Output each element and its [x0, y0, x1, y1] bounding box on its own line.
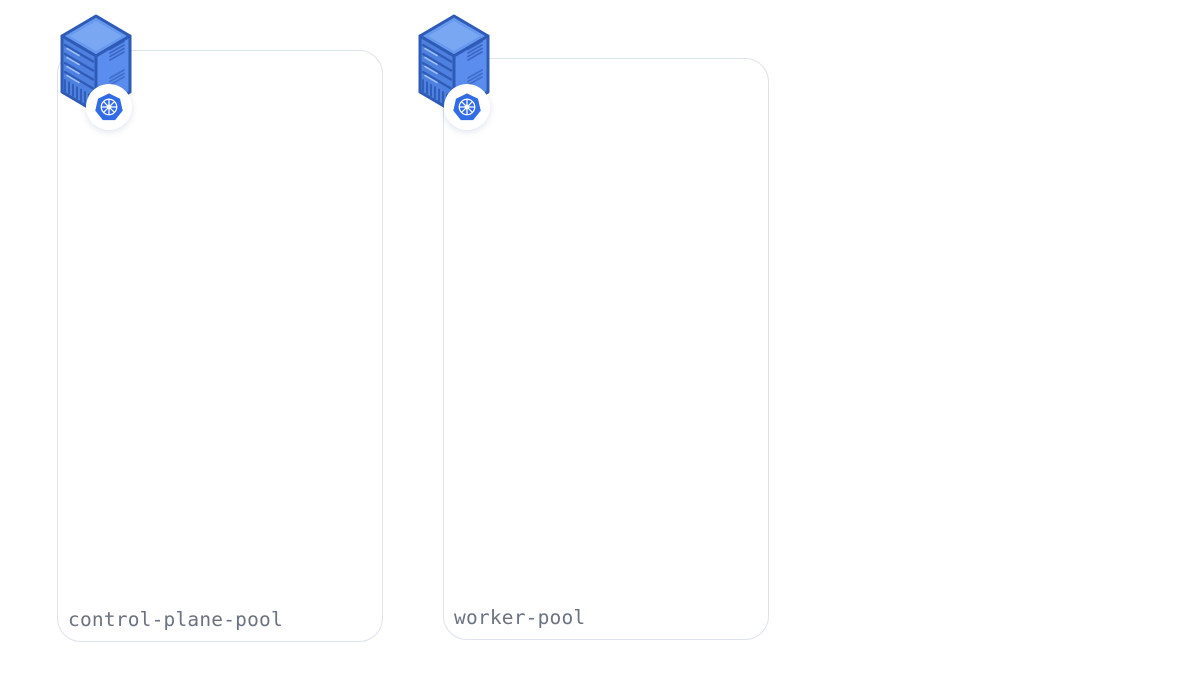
node-pool-label: control-plane-pool [68, 608, 283, 631]
kubernetes-icon [453, 93, 481, 121]
kubernetes-badge [86, 84, 132, 130]
kubernetes-badge [444, 84, 490, 130]
node-icon-group[interactable] [406, 8, 502, 136]
node-pool-card[interactable]: worker-pool [443, 58, 769, 640]
node-pool-card[interactable]: control-plane-pool [57, 50, 383, 642]
kubernetes-icon [95, 93, 123, 121]
node-pool-label: worker-pool [454, 606, 586, 629]
node-icon-group[interactable] [48, 8, 144, 136]
